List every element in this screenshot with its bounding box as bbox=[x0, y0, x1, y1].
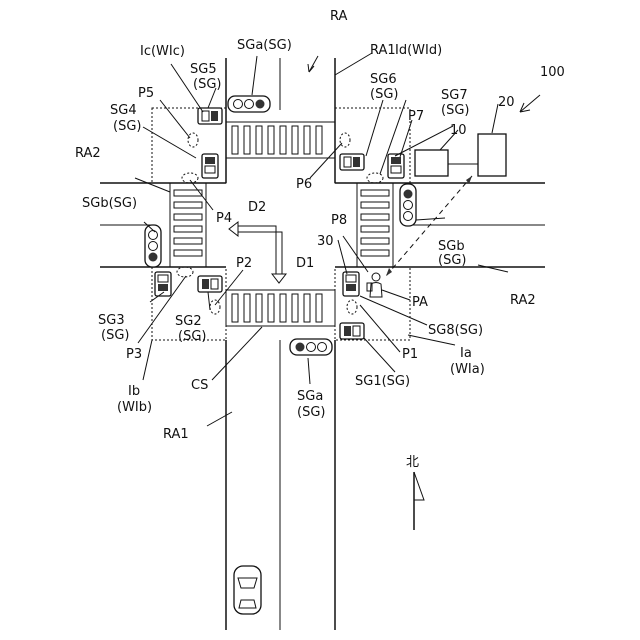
label-sg8: SG8(SG) bbox=[428, 323, 483, 338]
label-north: 北 bbox=[406, 455, 419, 470]
label-p5: P5 bbox=[138, 86, 154, 101]
label-sg1: SG1(SG) bbox=[355, 374, 410, 389]
label-d1: D1 bbox=[296, 256, 314, 271]
label-p3: P3 bbox=[126, 347, 142, 362]
label-sg6-1: SG6 bbox=[370, 72, 397, 87]
label-sga-bottom-1: SGa bbox=[297, 389, 323, 404]
vehicle-signal-sga-bottom bbox=[290, 339, 332, 355]
north-arrow-icon bbox=[414, 472, 424, 530]
label-10: 10 bbox=[450, 123, 467, 138]
pedestrian-signal-sg4 bbox=[202, 154, 218, 178]
label-sg5-2: (SG) bbox=[193, 77, 221, 92]
label-p6: P6 bbox=[296, 177, 312, 192]
label-ia-1: Ia bbox=[460, 346, 472, 361]
label-ra: RA bbox=[330, 9, 348, 24]
label-d2: D2 bbox=[248, 200, 266, 215]
label-p2: P2 bbox=[236, 256, 252, 271]
label-sg6-2: (SG) bbox=[370, 87, 398, 102]
pedestrian-signal-sg7 bbox=[388, 154, 404, 178]
label-sga-bottom-2: (SG) bbox=[297, 405, 325, 420]
road-ra2 bbox=[100, 183, 545, 267]
label-sgb-right-2: (SG) bbox=[438, 253, 466, 268]
label-sg2-1: SG2 bbox=[175, 314, 202, 329]
label-sgb-left: SGb(SG) bbox=[82, 196, 137, 211]
pedestrian-pa-icon bbox=[367, 273, 382, 297]
pedestrian-signal-sg1 bbox=[340, 323, 364, 339]
label-sg2-2: (SG) bbox=[178, 329, 206, 344]
label-sg5-1: SG5 bbox=[190, 62, 217, 77]
crosswalk-south bbox=[226, 290, 335, 326]
server-20 bbox=[478, 134, 506, 176]
label-sgb-right-1: SGb bbox=[438, 239, 465, 254]
label-pa: PA bbox=[412, 295, 428, 310]
label-ia-2: (WIa) bbox=[450, 362, 485, 377]
crosswalk-north bbox=[226, 122, 335, 158]
car-icon bbox=[234, 566, 261, 614]
pedestrian-signal-sg2 bbox=[198, 276, 222, 292]
label-ra1-bottom: RA1 bbox=[163, 427, 189, 442]
label-sg3-2: (SG) bbox=[101, 328, 129, 343]
label-p7: P7 bbox=[408, 109, 424, 124]
label-ib-2: (WIb) bbox=[117, 400, 152, 415]
vehicle-signal-sgb-right bbox=[400, 184, 416, 226]
pedestrian-signal-sg8 bbox=[343, 272, 359, 296]
label-p1: P1 bbox=[402, 347, 418, 362]
label-20: 20 bbox=[498, 95, 515, 110]
vehicle-signal-sgb-left bbox=[145, 225, 161, 267]
label-30: 30 bbox=[317, 234, 334, 249]
label-ra2-left: RA2 bbox=[75, 146, 101, 161]
label-ra2-right: RA2 bbox=[510, 293, 536, 308]
label-sg4-1: SG4 bbox=[110, 103, 137, 118]
pedestrian-signal-sg6 bbox=[340, 154, 364, 170]
label-ic: Ic(WIc) bbox=[140, 44, 185, 59]
direction-arrow-d1-d2 bbox=[229, 222, 286, 283]
label-cs: CS bbox=[191, 378, 208, 393]
crosswalk-east bbox=[357, 183, 393, 267]
label-sg7-1: SG7 bbox=[441, 88, 468, 103]
vehicle-signal-sga-top bbox=[228, 96, 270, 112]
label-ib-1: Ib bbox=[128, 384, 140, 399]
label-sg4-2: (SG) bbox=[113, 119, 141, 134]
label-id: Id(WId) bbox=[395, 43, 442, 58]
label-sg3-1: SG3 bbox=[98, 313, 125, 328]
device-10 bbox=[415, 150, 478, 176]
label-100: 100 bbox=[540, 65, 565, 80]
label-p4: P4 bbox=[216, 211, 232, 226]
crosswalk-west bbox=[170, 183, 206, 267]
label-sg7-2: (SG) bbox=[441, 103, 469, 118]
label-sga-top: SGa(SG) bbox=[237, 38, 292, 53]
label-ra1-top: RA1 bbox=[370, 43, 396, 58]
label-p8: P8 bbox=[331, 213, 347, 228]
